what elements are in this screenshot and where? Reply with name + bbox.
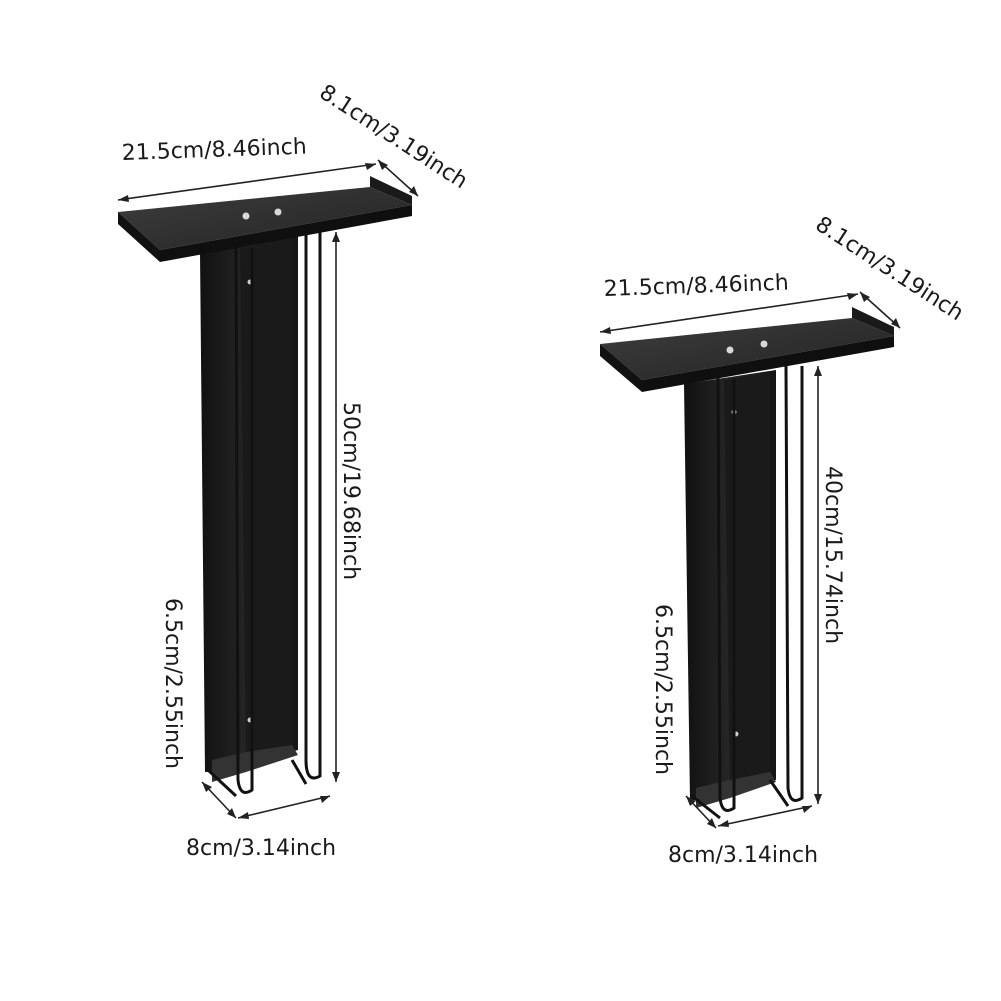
short-stand-plate-hole xyxy=(760,340,768,348)
tall-stand-plate-back-lip xyxy=(370,176,412,205)
tall-stand-plate-front-edge xyxy=(160,205,412,262)
tall-slot-arrow-bottom xyxy=(227,808,236,818)
short-stand-top-plate xyxy=(600,318,894,380)
short-width-arrow-left xyxy=(600,327,611,334)
tall-width-label: 21.5cm/8.46inch xyxy=(121,135,307,166)
tall-base-dim-line xyxy=(237,795,331,819)
tall-stand-post-channel xyxy=(240,238,292,766)
short-stand: 21.5cm/8.46inch 8.1cm/3.19inch 40cm/15.7… xyxy=(599,212,968,868)
tall-depth-label: 8.1cm/3.19inch xyxy=(315,80,472,194)
tall-stand-post-bottom xyxy=(212,745,298,782)
tall-stand-top-plate xyxy=(118,187,412,250)
short-depth-label: 8.1cm/3.19inch xyxy=(811,212,968,326)
short-height-arrow-bottom xyxy=(814,794,822,804)
tall-slot-arrow-top xyxy=(202,782,212,792)
tall-base-arrow-left xyxy=(238,812,249,819)
short-stand-plate-front-lip xyxy=(600,344,642,392)
short-base-arrow-left xyxy=(718,820,729,827)
short-stand-plate-hole xyxy=(726,346,734,354)
tall-height-arrow-top xyxy=(332,232,340,242)
short-height-arrow-top xyxy=(814,366,822,376)
tall-stand-wire-loop xyxy=(234,247,254,794)
short-base-arrow-right xyxy=(802,806,812,813)
tall-base-label: 8cm/3.14inch xyxy=(186,836,336,861)
short-depth-arrow-top xyxy=(860,292,870,302)
tall-stand-plate-hole xyxy=(242,212,250,220)
tall-stand-wire-foot xyxy=(206,768,238,798)
tall-stand: 21.5cm/8.46inch 8.1cm/3.19inch 50cm/19.6… xyxy=(117,80,472,861)
tall-width-arrow-left xyxy=(118,195,129,202)
short-width-label: 21.5cm/8.46inch xyxy=(603,271,789,302)
tall-base-arrow-right xyxy=(320,796,330,803)
tall-depth-arrow-bottom xyxy=(409,186,418,196)
short-width-dim-line xyxy=(599,293,859,333)
short-height-label: 40cm/15.74inch xyxy=(820,466,845,644)
tall-stand-wire-loop xyxy=(304,232,322,780)
short-depth-arrow-bottom xyxy=(891,318,900,328)
tall-height-label: 50cm/19.68inch xyxy=(338,402,363,580)
short-stand-wire-foot xyxy=(768,779,790,807)
tall-stand-plate-front-lip xyxy=(118,212,160,262)
tall-width-dim-line xyxy=(117,163,377,201)
tall-stand-plate-hole xyxy=(274,208,282,216)
short-slot-arrow-top xyxy=(686,796,696,806)
short-stand-wire-loop xyxy=(716,377,736,812)
tall-depth-arrow-top xyxy=(378,160,388,170)
short-stand-plate-front-edge xyxy=(642,336,894,392)
short-stand-post-bottom xyxy=(696,772,776,808)
short-stand-wire-loop xyxy=(784,365,804,802)
short-width-arrow-right xyxy=(847,293,858,300)
short-stand-post-channel xyxy=(724,372,770,792)
tall-width-arrow-right xyxy=(365,163,376,170)
short-stand-plate-back-lip xyxy=(852,307,894,336)
short-stand-wire-foot xyxy=(691,794,721,820)
tall-slot-label: 6.5cm/2.55inch xyxy=(160,598,185,769)
short-slot-arrow-bottom xyxy=(707,818,716,828)
tall-stand-wire-foot xyxy=(290,759,308,785)
short-base-label: 8cm/3.14inch xyxy=(668,843,818,868)
short-slot-label: 6.5cm/2.55inch xyxy=(650,604,675,775)
tall-height-arrow-bottom xyxy=(332,772,340,782)
short-base-dim-line xyxy=(717,805,813,827)
